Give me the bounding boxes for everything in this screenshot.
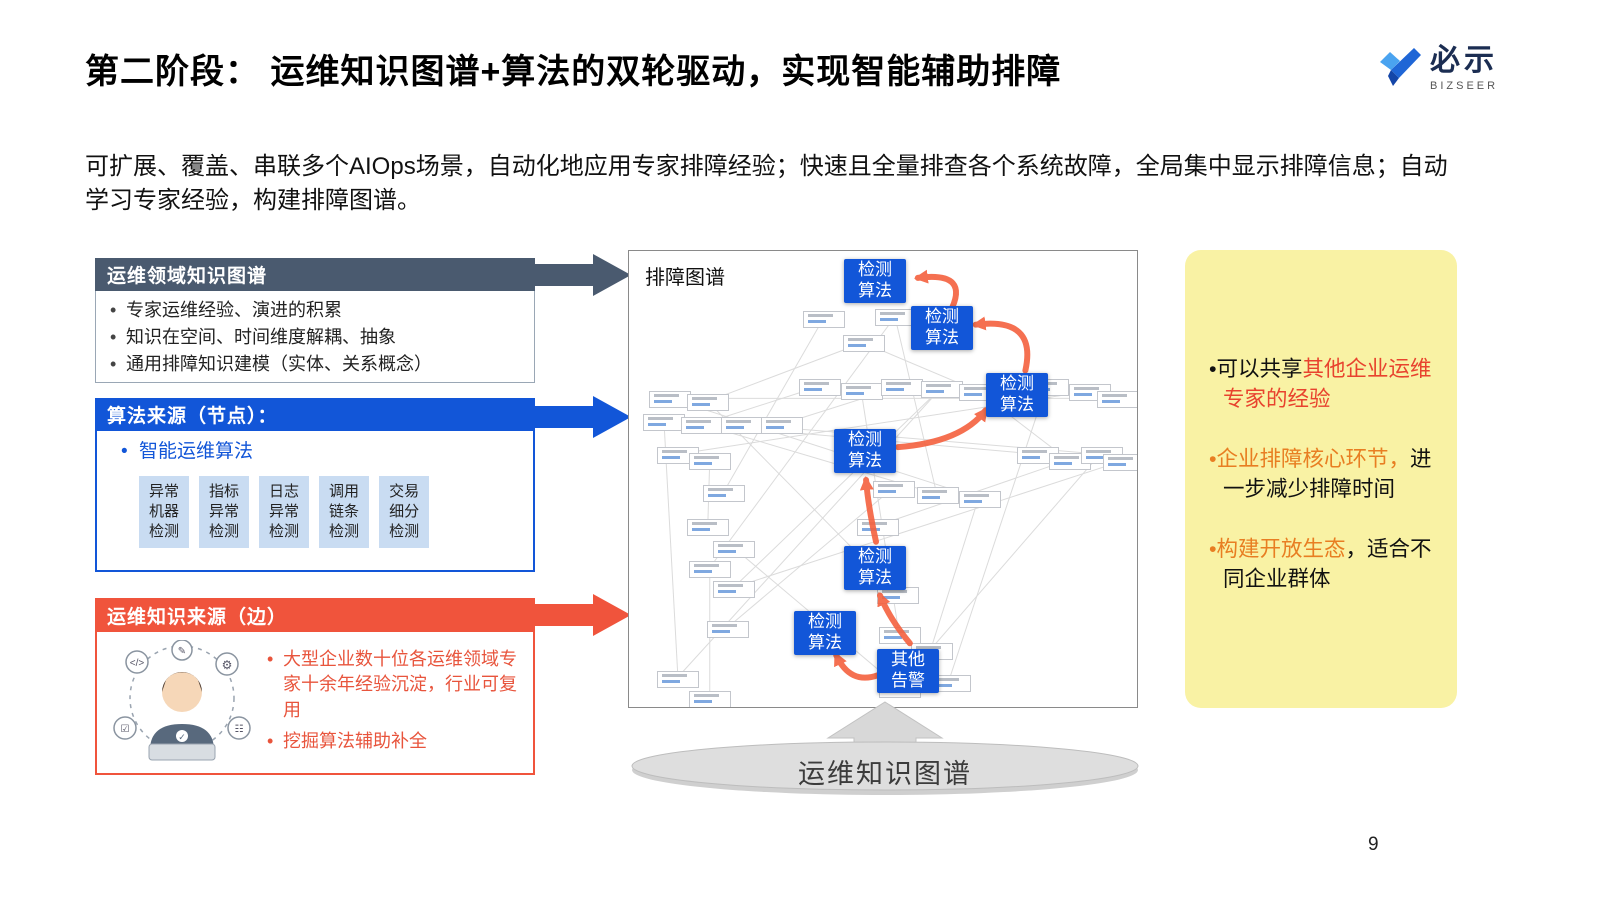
graph-mini-node: [689, 561, 731, 578]
panel-knowledge-source: 运维知识来源（边） </> ✎ ⚙ ☑ ☷: [95, 598, 535, 775]
graph-mini-node: [687, 394, 729, 411]
panel-source-header: 运维知识来源（边）: [95, 598, 535, 632]
graph-mini-node: [689, 453, 731, 470]
graph-mini-node: [713, 541, 755, 558]
intro-paragraph: 可扩展、覆盖、串联多个AIOps场景，自动化地应用专家排障经验；快速且全量排查各…: [85, 153, 1448, 215]
source-bullet: 大型企业数十位各运维领域专家十余年经验沉淀，行业可复用: [267, 647, 525, 723]
detection-node: 检测 算法: [834, 429, 896, 473]
page-number: 9: [1368, 834, 1379, 855]
svg-text:✓: ✓: [178, 732, 186, 742]
panel-knowledge-body: 专家运维经验、演进的积累知识在空间、时间维度解耦、抽象通用排障知识建模（实体、关…: [95, 291, 535, 383]
expert-illustration: </> ✎ ⚙ ☑ ☷ ✓: [103, 638, 261, 768]
panel-knowledge-graph: 运维领域知识图谱 专家运维经验、演进的积累知识在空间、时间维度解耦、抽象通用排障…: [95, 258, 535, 383]
graph-mini-node: [703, 485, 745, 502]
bullet-dot: •: [1209, 357, 1217, 381]
graph-mini-node: [1103, 454, 1137, 471]
algorithm-bullet: 智能运维算法: [121, 439, 523, 466]
graph-mini-node: [657, 671, 699, 688]
algorithm-chip: 交易 细分 检测: [379, 475, 430, 549]
source-bullets: 大型企业数十位各运维领域专家十余年经验沉淀，行业可复用挖掘算法辅助补全: [261, 647, 525, 760]
bullet-dot: •: [1209, 537, 1217, 562]
benefit-text-segment: 可以共享: [1216, 357, 1303, 381]
svg-text:☑: ☑: [121, 724, 130, 735]
logo-brand: 必示: [1430, 44, 1498, 77]
graph-mini-node: [687, 519, 729, 536]
benefits-bullets: •可以共享其他企业运维专家的经验•企业排障核心环节，进一步减少排障时间•构建开放…: [1209, 354, 1437, 595]
graph-label: 排障图谱: [645, 267, 725, 289]
graph-mini-node: [657, 447, 699, 464]
bullet-dot: •: [1209, 447, 1217, 472]
panel-algorithm-header: 算法来源（节点）：: [95, 398, 535, 431]
graph-mini-node: [1097, 391, 1137, 408]
graph-mini-node: [649, 391, 691, 408]
algorithm-chip: 异常 机器 检测: [139, 475, 190, 549]
graph-mini-node: [681, 417, 723, 434]
logo-subtitle: BIZSEER: [1430, 80, 1499, 92]
detection-node: 检测 算法: [794, 611, 856, 655]
svg-text:⚙: ⚙: [222, 658, 233, 672]
svg-text:</>: </>: [130, 658, 145, 669]
brand-logo: 必示 BIZSEER: [1378, 46, 1498, 93]
benefit-bullet: •企业排障核心环节，进一步减少排障时间: [1209, 444, 1437, 504]
algorithm-chip: 日志 异常 检测: [259, 475, 310, 549]
graph-mini-node: [881, 379, 923, 396]
platform-shape: [631, 701, 1139, 795]
svg-text:☷: ☷: [235, 724, 244, 735]
troubleshooting-graph: 排障图谱 检测 算法检测 算法检测 算法检测 算法检测 算法检测 算法其他 告警: [628, 250, 1138, 708]
svg-text:✎: ✎: [178, 646, 186, 657]
benefit-bullet: •可以共享其他企业运维专家的经验: [1209, 354, 1437, 414]
graph-mini-node: [761, 417, 803, 434]
graph-mini-node: [1049, 453, 1091, 470]
source-bullet: 挖掘算法辅助补全: [267, 729, 525, 754]
flow-arrow-blue: [535, 394, 631, 440]
detection-node: 检测 算法: [911, 306, 973, 350]
graph-mini-node: [799, 379, 841, 396]
benefit-text-segment: 进一步减少排障时间: [1223, 447, 1432, 502]
algorithm-chip: 调用 链条 检测: [319, 475, 370, 549]
benefit-text-segment: ，适合不同企业群体: [1223, 537, 1432, 592]
graph-mini-node: [707, 621, 749, 638]
platform: 运维知识图谱: [630, 700, 1140, 796]
graph-mini-node: [1017, 447, 1059, 464]
platform-label: 运维知识图谱: [798, 759, 972, 789]
detection-node: 检测 算法: [844, 259, 906, 303]
benefit-text-segment: 构建开放生态: [1216, 537, 1346, 562]
graph-flow-arrows: [833, 269, 1031, 681]
benefit-bullet: •构建开放生态，适合不同企业群体: [1209, 534, 1437, 594]
panel-source-body: </> ✎ ⚙ ☑ ☷ ✓ 大型企业数十位各运维领域专家十: [95, 632, 535, 775]
graph-mini-node: [713, 581, 755, 598]
knowledge-bullet: 知识在空间、时间维度解耦、抽象: [110, 324, 524, 351]
graph-mini-node: [921, 381, 963, 398]
knowledge-bullet: 通用排障知识建模（实体、关系概念）: [110, 351, 524, 378]
algorithm-chips: 异常 机器 检测指标 异常 检测日志 异常 检测调用 链条 检测交易 细分 检测: [139, 475, 523, 549]
detection-node: 检测 算法: [986, 373, 1048, 417]
benefit-text-segment: 其他企业运维专家的经验: [1223, 357, 1432, 412]
flow-arrow-red: [535, 592, 631, 638]
algorithm-chip: 指标 异常 检测: [199, 475, 250, 549]
page-title: 第二阶段： 运维知识图谱+算法的双轮驱动，实现智能辅助排障: [85, 53, 1062, 91]
graph-mini-node: [841, 383, 883, 400]
logo-text: 必示 BIZSEER: [1430, 46, 1498, 92]
graph-mini-node: [959, 491, 1001, 508]
knowledge-bullet: 专家运维经验、演进的积累: [110, 297, 524, 324]
flow-arrow-dark: [535, 252, 631, 298]
detection-node: 其他 告警: [877, 649, 939, 693]
graph-mini-node: [917, 487, 959, 504]
panel-knowledge-header: 运维领域知识图谱: [95, 258, 535, 291]
graph-mini-node: [803, 311, 845, 328]
benefits-panel: •可以共享其他企业运维专家的经验•企业排障核心环节，进一步减少排障时间•构建开放…: [1185, 250, 1457, 708]
graph-mini-node: [689, 691, 731, 707]
knowledge-bullets: 专家运维经验、演进的积累知识在空间、时间维度解耦、抽象通用排障知识建模（实体、关…: [102, 297, 524, 378]
detection-node: 检测 算法: [844, 546, 906, 590]
bizseer-logo-icon: [1378, 46, 1422, 93]
graph-mini-node: [843, 335, 885, 352]
benefit-text-segment: 企业排障核心环节，: [1216, 447, 1411, 472]
